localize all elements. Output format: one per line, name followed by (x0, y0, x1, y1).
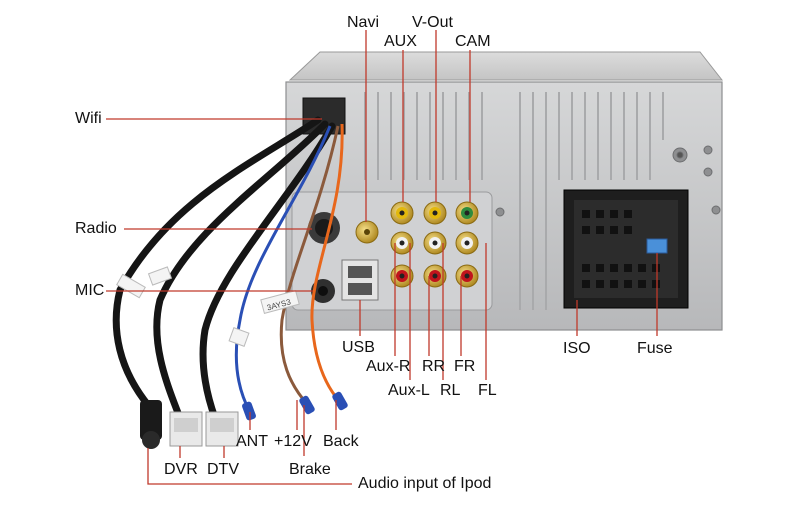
usb-ports (341, 259, 379, 301)
blue-wire (234, 125, 332, 413)
fuse (646, 238, 668, 254)
label-rr: RR (422, 358, 446, 375)
rca-row-bottom (390, 264, 479, 288)
label-fr: FR (454, 358, 476, 375)
label-usb: USB (342, 339, 375, 356)
label-aux-l: Aux-L (388, 382, 430, 399)
label-dvr: DVR (164, 461, 198, 478)
label-vout: V-Out (412, 14, 453, 31)
label-ant: ANT (236, 433, 268, 450)
wire-end-caps (242, 391, 348, 421)
dtv-plug (205, 411, 239, 447)
label-cam: CAM (455, 33, 491, 50)
label-plus12v: +12V (274, 433, 312, 450)
label-radio: Radio (75, 220, 117, 237)
label-navi: Navi (347, 14, 380, 31)
cable-tags (116, 266, 300, 347)
navi-gps-socket (355, 220, 379, 244)
label-iso: ISO (563, 340, 591, 357)
leader-ipod (147, 448, 352, 485)
chassis-screws (495, 145, 721, 217)
ipod-audio-plug (140, 400, 162, 449)
rca-row-top (390, 201, 479, 225)
rca-row-middle (390, 231, 479, 255)
leader-lines (106, 30, 658, 485)
label-ipod-audio: Audio input of Ipod (358, 475, 492, 492)
label-back: Back (323, 433, 359, 450)
dvr-plug (169, 411, 203, 447)
label-mic: MIC (75, 282, 105, 299)
label-aux-r: Aux-R (366, 358, 411, 375)
label-rl: RL (440, 382, 461, 399)
label-fuse: Fuse (637, 340, 673, 357)
iso-connector (563, 189, 689, 309)
black-cables (112, 116, 336, 422)
label-aux: AUX (384, 33, 417, 50)
label-brake: Brake (289, 461, 331, 478)
mic-jack (311, 279, 335, 303)
chassis-top (288, 51, 724, 81)
vent-slots (364, 92, 664, 310)
label-fl: FL (478, 382, 497, 399)
orange-wire (310, 123, 344, 403)
label-wifi: Wifi (75, 110, 102, 127)
label-dtv: DTV (207, 461, 239, 478)
